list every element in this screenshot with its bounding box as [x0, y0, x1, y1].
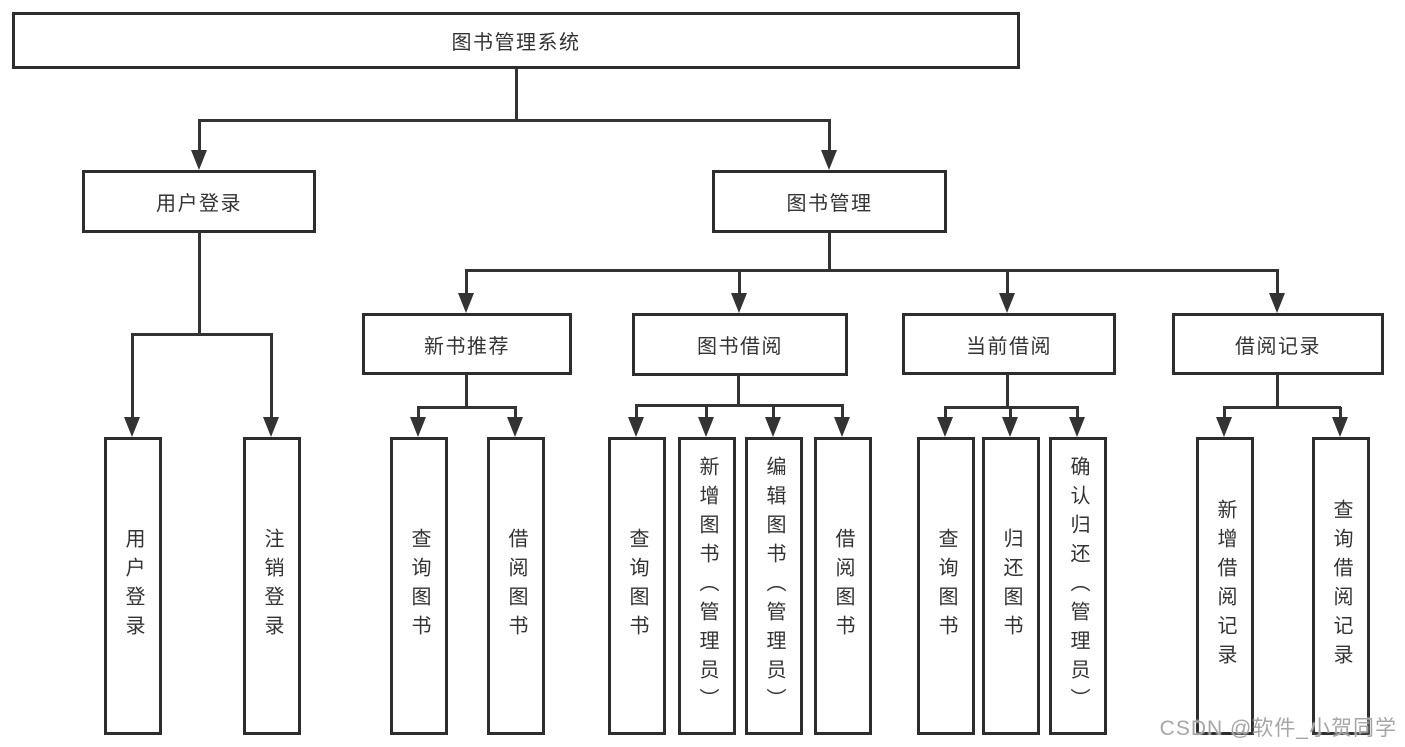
node-user-login: 用户登录 — [82, 170, 316, 233]
node-user-login-label: 用户登录 — [156, 193, 242, 215]
arrow-down-icon — [834, 417, 850, 437]
leaf-borrow-books-recommend: 借阅图书 — [487, 437, 545, 735]
arrow-down-icon — [124, 417, 140, 437]
connector-line — [1006, 270, 1009, 293]
node-book-borrowing-label: 图书借阅 — [697, 336, 783, 358]
arrow-down-icon — [937, 417, 953, 437]
connector-line — [1006, 374, 1009, 408]
connector-line — [465, 269, 1279, 272]
leaf-edit-book-admin: 编辑图书（管理员） — [745, 437, 803, 735]
leaf-label: 注销登录 — [261, 528, 283, 644]
arrow-down-icon — [410, 417, 426, 437]
node-new-book-recommendation-label: 新书推荐 — [424, 335, 510, 358]
arrow-down-icon — [765, 417, 781, 437]
connector-line — [514, 407, 517, 417]
connector-line — [1076, 407, 1079, 417]
connector-line — [465, 270, 468, 293]
leaf-label: 借阅图书 — [832, 528, 854, 644]
connector-line — [635, 405, 638, 417]
arrow-down-icon — [1069, 417, 1085, 437]
leaf-label: 借阅图书 — [505, 528, 527, 644]
node-book-borrowing: 图书借阅 — [632, 313, 848, 376]
leaf-label: 新增图书（管理员） — [696, 455, 718, 717]
connector-line — [1223, 407, 1226, 417]
arrow-down-icon — [507, 417, 523, 437]
arrow-down-icon — [458, 293, 474, 313]
node-current-borrowing: 当前借阅 — [902, 313, 1116, 375]
connector-line — [828, 120, 831, 150]
connector-line — [635, 404, 844, 407]
connector-line — [417, 407, 420, 417]
leaf-label: 归还图书 — [1000, 528, 1022, 644]
leaf-add-borrow-record: 新增借阅记录 — [1196, 437, 1254, 735]
leaf-label: 确认归还（管理员） — [1067, 455, 1089, 717]
arrow-down-icon — [1002, 417, 1018, 437]
leaf-query-books-borrowing: 查询图书 — [608, 437, 666, 735]
connector-line — [1009, 407, 1012, 417]
connector-line — [705, 405, 708, 417]
connector-line — [198, 232, 201, 336]
leaf-label: 查询借阅记录 — [1330, 499, 1352, 673]
csdn-watermark: CSDN @软件_小贺同学 — [1159, 717, 1397, 740]
leaf-query-borrow-record: 查询借阅记录 — [1312, 437, 1370, 735]
arrow-down-icon — [1332, 417, 1348, 437]
connector-line — [841, 405, 844, 417]
leaf-add-book-admin: 新增图书（管理员） — [678, 437, 736, 735]
leaf-label: 查询图书 — [935, 528, 957, 644]
leaf-label: 查询图书 — [408, 528, 430, 644]
arrow-down-icon — [821, 150, 837, 170]
connector-line — [1339, 407, 1342, 417]
leaf-label: 用户登录 — [122, 528, 144, 644]
node-new-book-recommendation: 新书推荐 — [362, 313, 572, 375]
leaf-borrow-books: 借阅图书 — [814, 437, 872, 735]
node-library-system-label: 图书管理系统 — [451, 32, 581, 54]
arrow-down-icon — [191, 150, 207, 170]
arrow-down-icon — [263, 417, 279, 437]
node-book-management-label: 图书管理 — [786, 193, 873, 215]
connector-line — [131, 334, 134, 417]
leaf-label: 编辑图书（管理员） — [763, 455, 785, 717]
node-library-system: 图书管理系统 — [12, 12, 1020, 69]
leaf-confirm-return-admin: 确认归还（管理员） — [1049, 437, 1107, 735]
arrow-down-icon — [1216, 417, 1232, 437]
leaf-user-login: 用户登录 — [104, 437, 162, 735]
leaf-query-books-recommend: 查询图书 — [390, 437, 448, 735]
node-book-management: 图书管理 — [712, 170, 947, 233]
connector-line — [270, 334, 273, 417]
arrow-down-icon — [698, 417, 714, 437]
connector-line — [1276, 374, 1279, 408]
arrow-down-icon — [999, 293, 1015, 313]
leaf-label: 新增借阅记录 — [1214, 499, 1236, 673]
arrow-down-icon — [731, 293, 747, 313]
connector-line — [515, 68, 518, 122]
node-current-borrowing-label: 当前借阅 — [966, 335, 1052, 358]
leaf-logout: 注销登录 — [243, 437, 301, 735]
leaf-return-books: 归还图书 — [982, 437, 1040, 735]
connector-line — [1223, 406, 1341, 409]
connector-line — [131, 333, 273, 336]
connector-line — [198, 120, 201, 150]
leaf-label: 查询图书 — [626, 528, 648, 644]
connector-line — [417, 406, 517, 409]
connector-line — [737, 375, 740, 406]
arrow-down-icon — [628, 417, 644, 437]
connector-line — [738, 270, 741, 293]
connector-line — [944, 407, 947, 417]
connector-line — [465, 374, 468, 408]
connector-line — [772, 405, 775, 417]
connector-line — [1276, 270, 1279, 293]
connector-line — [198, 119, 831, 122]
node-borrowing-records-label: 借阅记录 — [1235, 335, 1321, 358]
connector-line — [828, 232, 831, 271]
leaf-query-books-current: 查询图书 — [917, 437, 975, 735]
arrow-down-icon — [1269, 293, 1285, 313]
node-borrowing-records: 借阅记录 — [1172, 313, 1384, 375]
